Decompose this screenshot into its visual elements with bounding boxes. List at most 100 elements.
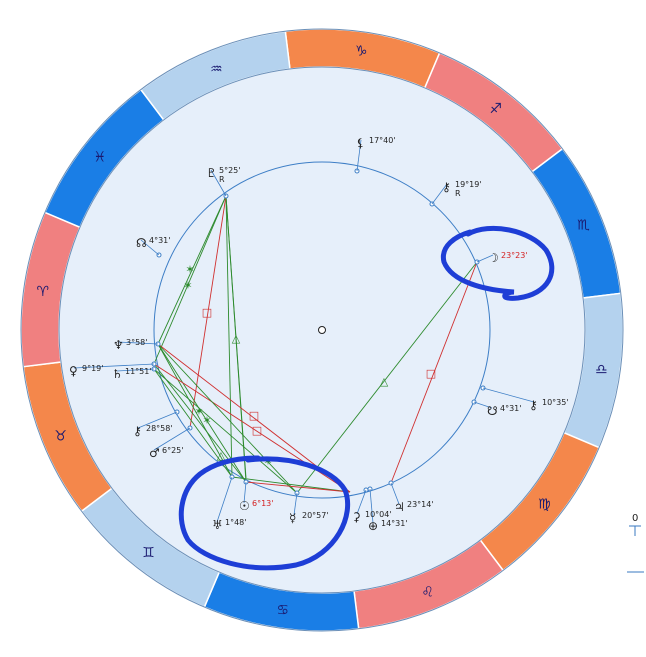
chiron-top-connector [431,183,448,205]
venus-icon: ♀ [69,364,78,378]
fortune-connector [369,488,374,524]
chiron-top-retrograde: R [455,189,461,198]
venus-connector [73,363,155,369]
venus-label-group[interactable]: ♀ 9°19' [69,364,103,378]
sun-connector [243,481,247,504]
mars-icon: ♂ [149,446,160,460]
south-node-label-group[interactable]: ☋4°31' [487,404,521,418]
south-node-icon: ☋ [487,404,498,418]
chiron-label-group[interactable]: ⚷ 10°35' [529,398,569,412]
jupiter-label-group[interactable]: ♃23°14' [394,500,434,514]
north-node-degree: 4°31' [149,236,170,245]
neptune-icon: ♆ [113,338,124,352]
planet-ring [153,161,491,499]
neptune-label-group[interactable]: ♆3°58' [113,338,147,352]
aspect-sextile-icon: ✶ [183,279,192,292]
aspect-line-13 [153,368,298,494]
aspect-line-10 [153,368,233,478]
fortune-icon: ⊕ [368,519,378,533]
south-node-degree: 4°31' [500,404,521,413]
mars-label-group[interactable]: ♂6°25' [149,446,183,460]
chiron-left-connector [137,411,178,429]
mercury-degree: 20°57' [302,511,329,520]
aspect-sextile-icon: ✶ [202,414,211,427]
mars-degree: 6°25' [162,446,183,455]
lilith-icon: ⚸ [356,136,365,150]
chiron-left-label-group[interactable]: ⚷ 28°58' [133,424,173,438]
south-node-connector [473,401,493,409]
pluto-label-group[interactable]: ♇5°25'R [206,166,240,184]
aquarius-sign-icon: ♒ [210,62,223,78]
zodiac-outer-border [20,28,624,632]
jupiter-icon: ♃ [394,500,405,514]
aspect-trine-icon: △ [232,332,241,345]
sun-label-group[interactable]: ☉6°13' [239,499,273,513]
chiron-degree: 10°35' [542,398,569,407]
aspect-sextile-icon: ✶ [263,455,272,468]
moon-highlight-circle [440,225,555,301]
aspect-square-icon: □ [426,367,436,380]
aspect-line-14 [157,343,298,494]
saturn-label-group[interactable]: ♄11°51' [112,367,152,381]
mercury-label-group[interactable]: ☿ 20°57' [289,511,329,525]
aspect-line-15 [296,261,478,494]
taurus-sign-icon: ♉ [54,429,67,445]
saturn-connector [116,368,155,372]
fortune-degree: 14°31' [381,519,408,528]
sun-icon: ☉ [239,499,250,513]
zodiac-ring: ♑♐♏♎♍♌♋♊♉♈♓♒ [20,28,624,632]
uranus-label-group[interactable]: ♅1°48' [212,518,246,532]
pluto-degree: 5°25' [219,166,240,175]
fortune-label-group[interactable]: ⊕14°31' [368,519,408,533]
aspect-line-17 [231,476,351,493]
aspect-line-18 [245,481,351,493]
saturn-degree: 11°51' [125,367,152,376]
mercury-icon: ☿ [289,511,296,525]
sagittarius-sign-icon: ♐ [489,101,502,117]
mercury-connector [293,492,298,516]
uranus-connector [216,476,233,523]
uranus-icon: ♅ [212,518,223,532]
jupiter-degree: 23°14' [407,500,434,509]
sun-mercury-highlight-circle [178,455,351,571]
lilith-connector [356,139,362,172]
hand-drawn-highlights [178,225,555,571]
planet-labels: ⚸ 17°40' ⚷ 19°19'R ♇5°25'R ☊4°31' ☽23°23' ♆3°58… [69,136,569,533]
chiron-top-label-group[interactable]: ⚷ 19°19'R [442,180,482,198]
chiron-top-degree: 19°19' [455,180,482,189]
aspect-line-1 [157,195,227,345]
aspect-trine-icon: △ [217,449,226,462]
scorpio-sign-icon: ♏ [577,217,590,233]
chiron-left-degree: 28°58' [146,424,173,433]
side-panel-value: 0 [632,513,638,524]
north-node-label-group[interactable]: ☊4°31' [136,236,170,250]
ceres-label-group[interactable]: ⚳10°04' [352,510,392,524]
jupiter-connector [390,482,400,505]
cancer-sign-icon: ♋ [276,602,289,618]
libra-sign-icon: ♎ [595,362,608,378]
aspect-line-2 [153,195,227,365]
uranus-degree: 1°48' [225,518,246,527]
chiron-top-icon: ⚷ [442,180,451,194]
pluto-connector [210,169,227,197]
aspect-markers: □✶✶△△□□□✶✶✶△ [183,263,436,468]
sun-degree: 6°13' [252,499,273,508]
lilith-label-group[interactable]: ⚸ 17°40' [356,136,396,150]
chiron-left-icon: ⚷ [133,424,142,438]
aspect-line-6 [225,195,247,479]
chiron-connector [482,387,535,403]
aspect-square-icon: □ [249,409,259,422]
aspect-sextile-icon: ✶ [194,405,203,418]
venus-degree: 9°19' [82,364,103,373]
aspect-square-icon: □ [252,424,262,437]
aspect-line-16 [390,261,478,484]
aries-sign-icon: ♈ [36,284,49,300]
ceres-connector [356,489,367,515]
moon-label-group[interactable]: ☽23°23' [488,251,528,265]
planet-ticks [73,139,535,524]
chiron-icon: ⚷ [529,398,538,412]
ceres-degree: 10°04' [365,510,392,519]
north-node-connector [140,239,160,256]
lilith-degree: 17°40' [369,136,396,145]
